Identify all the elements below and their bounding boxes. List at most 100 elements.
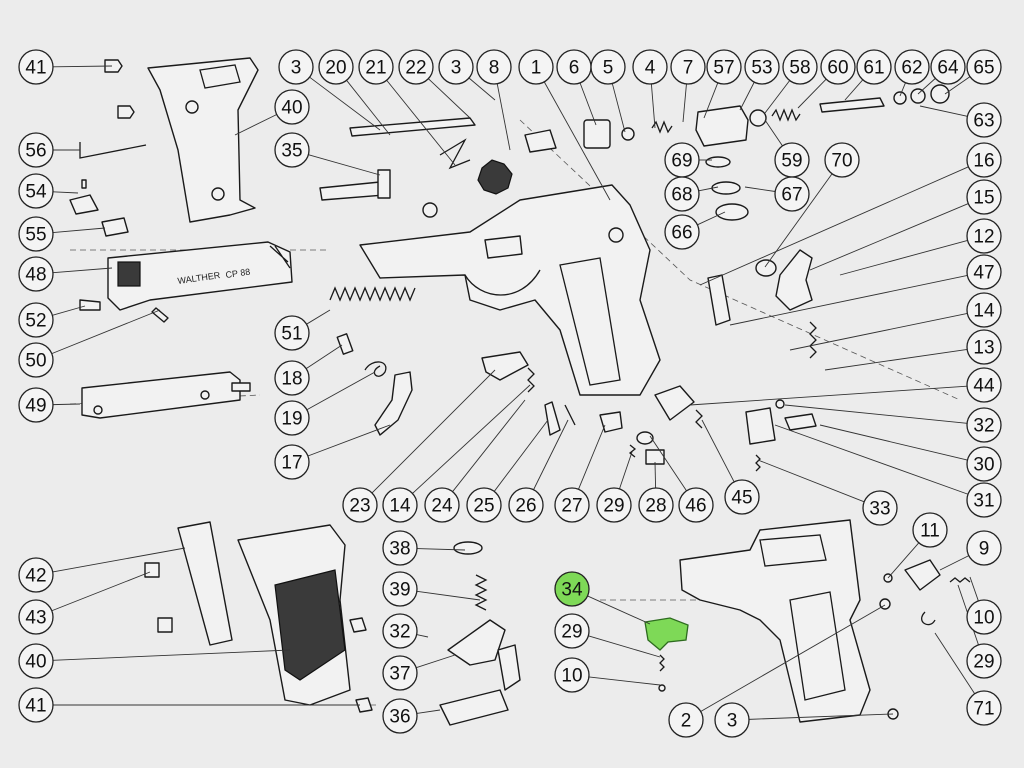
callout-l55: 55 xyxy=(18,216,54,252)
leader-l43 xyxy=(51,571,151,612)
leader-l53 xyxy=(739,81,755,111)
callout-l51: 51 xyxy=(274,315,310,351)
callout-number: 45 xyxy=(731,488,752,509)
callout-circle xyxy=(342,487,378,523)
callout-circle xyxy=(966,446,1002,482)
callout-number: 10 xyxy=(561,666,582,687)
callout-circle xyxy=(966,102,1002,138)
leader-l17 xyxy=(307,424,391,457)
callout-number: 50 xyxy=(25,351,46,372)
callout-l27: 27 xyxy=(554,487,590,523)
part-34-highlighted xyxy=(644,617,689,651)
callout-circle xyxy=(862,490,898,526)
callout-l41a: 41 xyxy=(18,49,54,85)
callout-l9: 9 xyxy=(966,530,1002,566)
callout-circle xyxy=(820,49,856,85)
callout-circle xyxy=(966,218,1002,254)
callout-number: 65 xyxy=(973,58,994,79)
callout-number: 31 xyxy=(973,491,994,512)
leader-l37 xyxy=(416,654,456,669)
callout-l28: 28 xyxy=(638,487,674,523)
callout-l19: 19 xyxy=(274,400,310,436)
callout-l22: 22 xyxy=(398,49,434,85)
callout-number: 28 xyxy=(645,496,666,517)
callout-l40a: 40 xyxy=(274,89,310,125)
leader-l60 xyxy=(797,78,827,109)
callout-circle xyxy=(18,302,54,338)
callout-number: 33 xyxy=(869,499,890,520)
callout-number: 39 xyxy=(389,580,410,601)
slide-model-engraving: CP 88 xyxy=(225,267,251,280)
callout-number: 29 xyxy=(561,622,582,643)
leader-l25 xyxy=(493,419,549,492)
callout-circle xyxy=(18,387,54,423)
leader-l38 xyxy=(416,548,466,551)
callout-l29b: 29 xyxy=(554,613,590,649)
callout-number: 57 xyxy=(713,58,734,79)
leader-l26 xyxy=(533,419,569,490)
callout-circle xyxy=(966,482,1002,518)
callout-number: 51 xyxy=(281,324,302,345)
callout-l16: 16 xyxy=(966,142,1002,178)
callout-l1: 1 xyxy=(518,49,554,85)
leader-l36 xyxy=(416,709,441,714)
parts-drawing: WALTHER CP 88 xyxy=(69,57,971,726)
callout-number: 48 xyxy=(25,265,46,286)
leader-l4 xyxy=(650,83,656,129)
callout-circle xyxy=(18,557,54,593)
leader-l51 xyxy=(306,309,331,325)
callout-number: 17 xyxy=(281,453,302,474)
callout-circle xyxy=(508,487,544,523)
leader-l9 xyxy=(939,555,969,571)
callout-circle xyxy=(724,479,760,515)
callout-number: 15 xyxy=(973,188,994,209)
callout-circle xyxy=(274,444,310,480)
leader-l6 xyxy=(579,82,597,126)
callout-circle xyxy=(554,613,590,649)
callout-l36: 36 xyxy=(382,698,418,734)
callout-l50: 50 xyxy=(18,342,54,378)
callout-l11: 11 xyxy=(912,512,948,548)
callout-circle xyxy=(382,487,418,523)
callout-circle xyxy=(554,571,590,607)
callout-number: 5 xyxy=(603,58,614,79)
callout-l68: 68 xyxy=(664,176,700,212)
callout-number: 11 xyxy=(920,521,940,542)
callout-l18: 18 xyxy=(274,360,310,396)
callout-l48: 48 xyxy=(18,256,54,292)
frame-1 xyxy=(359,184,661,396)
callout-l26: 26 xyxy=(508,487,544,523)
callout-number: 40 xyxy=(281,98,302,119)
leader-l22 xyxy=(428,78,471,119)
callout-circle xyxy=(894,49,930,85)
leader-l52 xyxy=(52,305,86,316)
leader-l41a xyxy=(52,65,113,68)
callout-circle xyxy=(476,49,512,85)
callout-number: 3 xyxy=(291,58,302,79)
callout-l45: 45 xyxy=(724,479,760,515)
callout-number: 70 xyxy=(831,151,852,172)
callout-number: 71 xyxy=(973,699,994,720)
leader-l34 xyxy=(587,595,651,625)
callout-l14a: 14 xyxy=(966,292,1002,328)
callout-l71: 71 xyxy=(966,690,1002,726)
callout-circle xyxy=(966,142,1002,178)
callout-number: 22 xyxy=(405,58,426,79)
callout-l38: 38 xyxy=(382,530,418,566)
callout-circle xyxy=(966,407,1002,443)
callout-circle xyxy=(966,599,1002,635)
callout-number: 62 xyxy=(901,58,922,79)
trigger-17 xyxy=(374,371,413,436)
callout-number: 59 xyxy=(781,151,802,172)
callout-l15: 15 xyxy=(966,179,1002,215)
callout-number: 32 xyxy=(973,416,994,437)
callout-number: 58 xyxy=(789,58,810,79)
callout-number: 36 xyxy=(389,707,410,728)
callout-l62: 62 xyxy=(894,49,930,85)
callout-l49: 49 xyxy=(18,387,54,423)
callout-number: 23 xyxy=(349,496,370,517)
callout-l7: 7 xyxy=(670,49,706,85)
barrel-49 xyxy=(81,371,241,419)
leader-l31 xyxy=(774,424,969,495)
leader-l3a xyxy=(309,76,381,131)
